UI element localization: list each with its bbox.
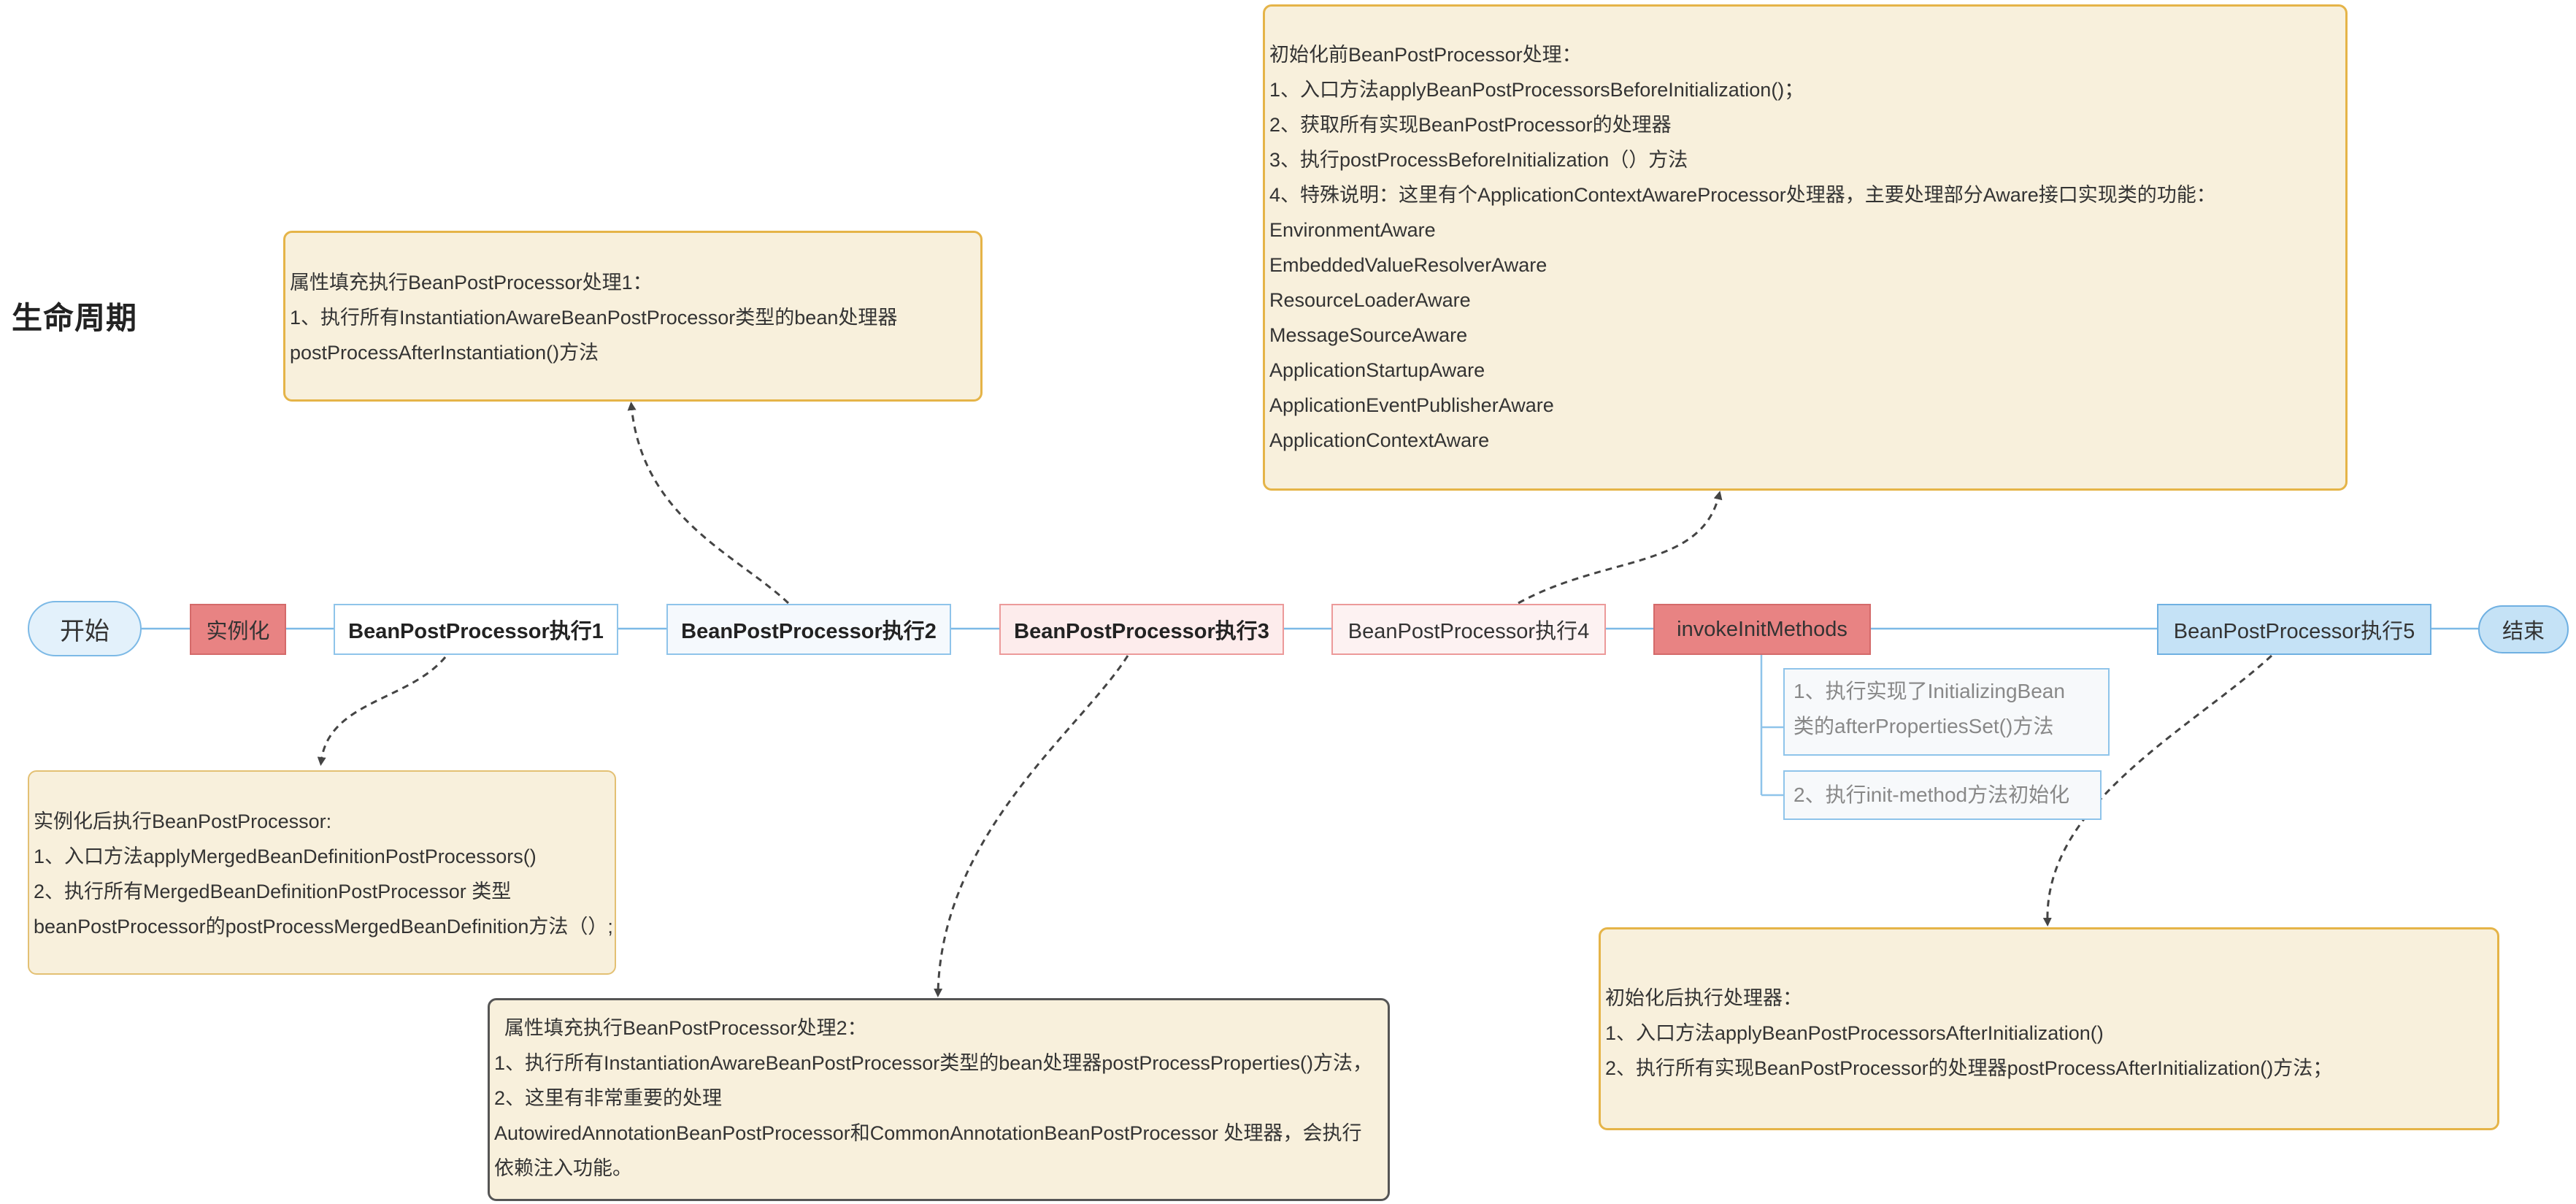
note-line: 属性填充执行BeanPostProcessor处理2： [504, 1017, 867, 1039]
note-line: 实例化后执行BeanPostProcessor: [34, 810, 332, 832]
note-line: beanPostProcessor的postProcessMergedBeanD… [34, 916, 613, 937]
note-after-instantiation[interactable]: 实例化后执行BeanPostProcessor: 1、入口方法applyMerg… [28, 770, 616, 975]
bpp-exec-5-node[interactable]: BeanPostProcessor执行5 [2157, 604, 2431, 655]
note-line: 1、入口方法applyBeanPostProcessorsAfterInitia… [1605, 1022, 2104, 1044]
note-line: 1、执行所有InstantiationAwareBeanPostProcesso… [290, 307, 898, 329]
note-line: ApplicationContextAware [1269, 429, 1490, 451]
note-line: 1、执行所有InstantiationAwareBeanPostProcesso… [494, 1052, 1372, 1074]
bpp-exec-3-node[interactable]: BeanPostProcessor执行3 [999, 604, 1284, 655]
arrow-bpp2-to-populate1 [627, 402, 790, 605]
note-populate-1[interactable]: 属性填充执行BeanPostProcessor处理1： 1、执行所有Instan… [283, 231, 983, 402]
note-line: EnvironmentAware [1269, 219, 1436, 241]
note-after-initialization[interactable]: 初始化后执行处理器： 1、入口方法applyBeanPostProcessors… [1599, 927, 2499, 1130]
note-line: 2、这里有非常重要的处理 [494, 1087, 723, 1109]
note-line: ApplicationEventPublisherAware [1269, 394, 1554, 416]
bpp-exec-1-node[interactable]: BeanPostProcessor执行1 [334, 604, 618, 655]
sub-item-line: 类的afterPropertiesSet()方法 [1793, 715, 2054, 737]
instantiate-node[interactable]: 实例化 [190, 604, 286, 655]
invoke-init-methods-node[interactable]: invokeInitMethods [1653, 604, 1871, 655]
note-line: 1、入口方法applyBeanPostProcessorsBeforeIniti… [1269, 79, 1804, 101]
note-line: 4、特殊说明：这里有个ApplicationContextAwareProces… [1269, 184, 2216, 206]
sub-item-line: 2、执行init-method方法初始化 [1793, 783, 2070, 806]
bpp-exec-4-node[interactable]: BeanPostProcessor执行4 [1331, 604, 1606, 655]
invoke-sub-item-1[interactable]: 1、执行实现了InitializingBean 类的afterPropertie… [1783, 668, 2110, 756]
note-populate-2[interactable]: 属性填充执行BeanPostProcessor处理2： 1、执行所有Instan… [488, 998, 1390, 1201]
note-line: 属性填充执行BeanPostProcessor处理1： [290, 272, 653, 294]
note-line: EmbeddedValueResolverAware [1269, 254, 1547, 276]
note-line: 1、入口方法applyMergedBeanDefinitionPostProce… [34, 846, 537, 867]
end-node[interactable]: 结束 [2478, 605, 2569, 653]
note-line: 初始化前BeanPostProcessor处理： [1269, 44, 1582, 66]
arrow-bpp3-to-populate2 [934, 655, 1129, 997]
note-line: 2、执行所有实现BeanPostProcessor的处理器postProcess… [1605, 1057, 2333, 1079]
note-before-initialization[interactable]: 初始化前BeanPostProcessor处理： 1、入口方法applyBean… [1263, 4, 2348, 491]
note-line: postProcessAfterInstantiation()方法 [290, 342, 599, 364]
note-line: 2、获取所有实现BeanPostProcessor的处理器 [1269, 114, 1672, 136]
note-line: 依赖注入功能。 [494, 1157, 632, 1179]
bpp-exec-2-node[interactable]: BeanPostProcessor执行2 [666, 604, 951, 655]
note-line: AutowiredAnnotationBeanPostProcessor和Com… [494, 1122, 1362, 1144]
page-title: 生命周期 [12, 301, 138, 335]
invoke-sub-bracket [1760, 655, 1783, 797]
sub-item-line: 1、执行实现了InitializingBean [1793, 680, 2065, 702]
arrow-bpp5-to-after-init [2042, 654, 2273, 927]
note-line: 2、执行所有MergedBeanDefinitionPostProcessor … [34, 881, 512, 902]
note-line: 初始化后执行处理器： [1605, 987, 1802, 1009]
start-node[interactable]: 开始 [28, 601, 142, 656]
invoke-sub-item-2[interactable]: 2、执行init-method方法初始化 [1783, 770, 2102, 820]
arrow-bpp4-to-before-init [1518, 491, 1723, 605]
note-line: 3、执行postProcessBeforeInitialization（）方法 [1269, 149, 1688, 171]
note-line: ApplicationStartupAware [1269, 359, 1485, 381]
note-line: MessageSourceAware [1269, 324, 1468, 346]
arrow-bpp1-to-after-instantiation [317, 656, 447, 766]
note-line: ResourceLoaderAware [1269, 289, 1471, 311]
